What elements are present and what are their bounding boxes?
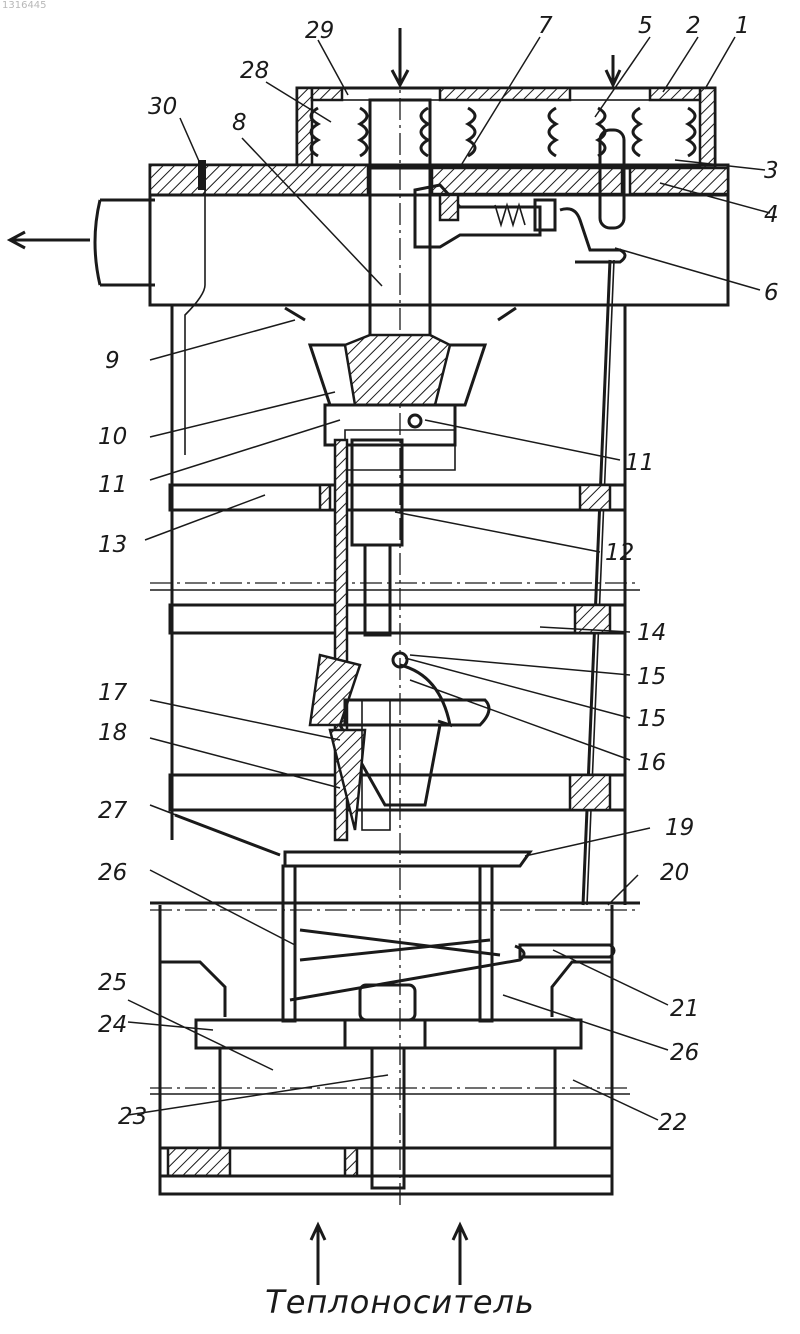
callout-14: 14 xyxy=(637,620,666,646)
callout-9: 9 xyxy=(105,348,120,374)
callout-23: 23 xyxy=(118,1104,147,1130)
callout-13: 13 xyxy=(98,532,127,558)
callout-21: 21 xyxy=(670,996,699,1022)
callout-22: 22 xyxy=(658,1110,687,1136)
base-assembly xyxy=(150,962,630,1194)
callout-11-left: 11 xyxy=(98,472,127,498)
callout-30: 30 xyxy=(148,94,177,120)
callout-12: 12 xyxy=(605,540,634,566)
callout-15b: 15 xyxy=(637,706,666,732)
callout-25: 25 xyxy=(98,970,127,996)
callout-15a: 15 xyxy=(637,664,666,690)
callout-29: 29 xyxy=(305,18,334,44)
callout-6: 6 xyxy=(764,280,779,306)
callout-19: 19 xyxy=(665,815,694,841)
callout-18: 18 xyxy=(98,720,127,746)
callout-8: 8 xyxy=(232,110,247,136)
flow-caption: Теплоноситель xyxy=(0,1283,800,1321)
callout-10: 10 xyxy=(98,424,127,450)
callout-3: 3 xyxy=(764,158,779,184)
callout-5: 5 xyxy=(638,13,653,39)
callout-26-left: 26 xyxy=(98,860,127,886)
callout-27: 27 xyxy=(98,798,128,824)
callout-17: 17 xyxy=(98,680,128,706)
callout-24: 24 xyxy=(98,1012,127,1038)
callout-28: 28 xyxy=(240,58,269,84)
top-cover xyxy=(297,88,715,168)
callout-2: 2 xyxy=(686,13,701,39)
callout-7: 7 xyxy=(538,13,553,39)
central-stem xyxy=(370,28,430,1210)
callout-26-right: 26 xyxy=(670,1040,699,1066)
bellows-left xyxy=(311,108,475,156)
callout-4: 4 xyxy=(764,202,779,228)
callout-20: 20 xyxy=(660,860,689,886)
callout-1: 1 xyxy=(735,13,750,39)
callout-16: 16 xyxy=(637,750,666,776)
callout-11-right: 11 xyxy=(625,450,654,476)
